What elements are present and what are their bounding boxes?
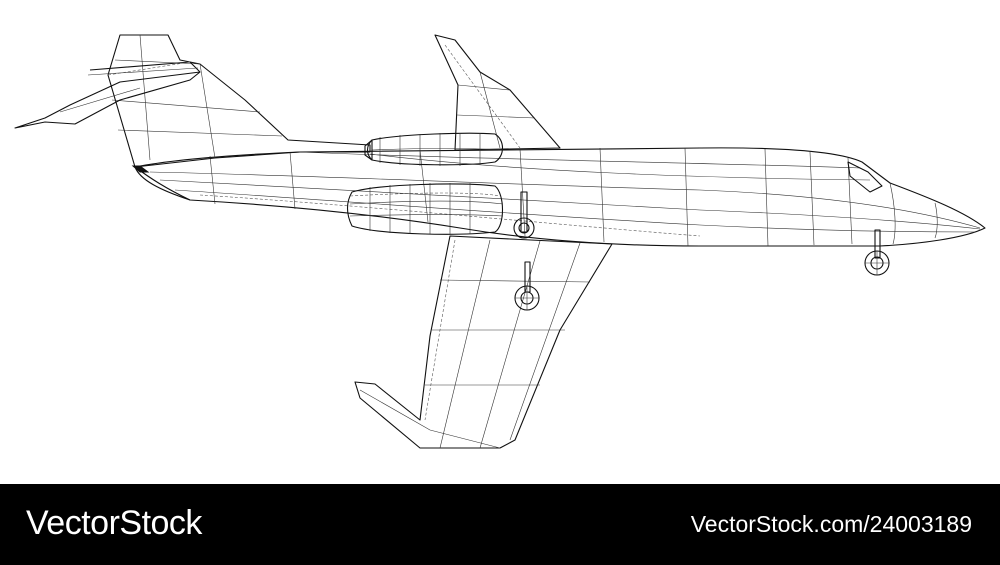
fuselage [131, 147, 986, 247]
watermark-bar: VectorStock VectorStock.com/24003189 [0, 484, 1000, 565]
main-landing-gear [513, 191, 540, 311]
far-wing [434, 34, 561, 151]
upper-engine [364, 132, 504, 166]
stock-image-id: VectorStock.com/24003189 [690, 511, 972, 537]
nose-landing-gear [864, 229, 890, 276]
tail-section [14, 34, 371, 168]
near-wing [354, 235, 613, 449]
lower-engine [346, 183, 504, 235]
brand-watermark: VectorStock [26, 504, 202, 542]
jet-wireframe-illustration [14, 34, 986, 449]
